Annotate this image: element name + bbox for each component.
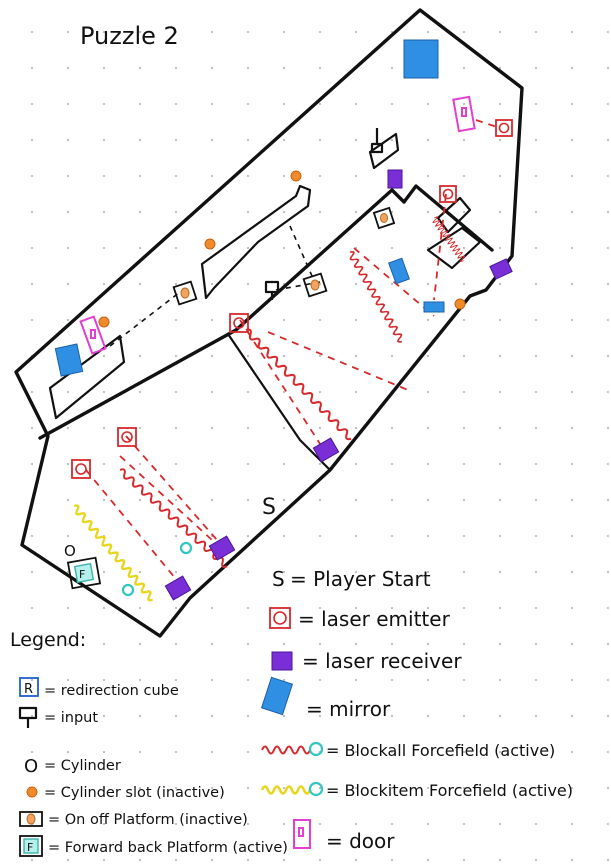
laser-emitter-icon <box>439 185 457 203</box>
legend-row-mirror: = mirror <box>260 676 391 721</box>
laser-receivers <box>164 169 513 601</box>
legend-row-laser-emitter: = laser emitter <box>269 607 451 631</box>
laser-receiver-icon <box>312 437 340 463</box>
svg-text:F: F <box>79 568 85 581</box>
forward-back-platform-icon <box>19 835 43 857</box>
legend-row-blockitem-forcefield: = Blockitem Forcefield (active) <box>260 781 573 800</box>
svg-text:= On off Platform (inactive): = On off Platform (inactive) <box>48 812 248 828</box>
cylinder-slot-icon <box>98 316 110 328</box>
legend-row-redirection-cube: R = redirection cube <box>19 677 179 699</box>
legend-title: Legend: <box>10 629 86 651</box>
map-outline <box>14 8 524 638</box>
legend-row-player-start: S = Player Start <box>272 567 431 591</box>
legend-row-input: = input <box>18 706 98 728</box>
svg-text:= Blockitem Forcefield (active: = Blockitem Forcefield (active) <box>326 781 573 800</box>
laser-emitter-icon <box>71 459 91 479</box>
mirror-icon <box>388 257 410 285</box>
door-icon <box>452 95 476 133</box>
on-off-platforms <box>172 206 396 306</box>
svg-text:= door: = door <box>326 829 395 853</box>
svg-text:= Cylinder slot (inactive): = Cylinder slot (inactive) <box>44 785 225 801</box>
legend-left: R = redirection cube = input O = Cylinde… <box>18 677 288 857</box>
inputs <box>264 128 384 300</box>
laser-emitters <box>71 119 513 479</box>
cylinder-slot-icon <box>204 238 216 250</box>
mirror-icon <box>260 676 294 716</box>
svg-text:= mirror: = mirror <box>306 697 391 721</box>
forcefield-node-icon <box>121 583 135 597</box>
on-off-platform-icon <box>302 272 328 298</box>
svg-text:= redirection cube: = redirection cube <box>44 683 179 699</box>
doors <box>79 95 476 355</box>
svg-text:= input: = input <box>44 710 98 726</box>
redirection-cube-icon <box>19 677 39 697</box>
legend-row-door: = door <box>293 819 395 853</box>
mirror-icon <box>423 301 445 313</box>
input-connections <box>109 225 321 347</box>
legend-row-cylinder: O = Cylinder <box>24 756 121 777</box>
blockall-forcefields <box>116 215 468 570</box>
forcefield-node-icon <box>308 781 324 797</box>
laser-emitter-icon <box>117 427 137 447</box>
legend-row-blockall-forcefield: = Blockall Forcefield (active) <box>261 741 555 760</box>
laser-receiver-icon <box>208 535 236 561</box>
blockitem-forcefields <box>70 502 193 603</box>
page-title: Puzzle 2 <box>80 22 179 50</box>
legend-right: S = Player Start = laser emitter = laser… <box>260 567 573 853</box>
mirrors <box>54 39 445 377</box>
on-off-platform-icon <box>19 811 43 827</box>
svg-text:F: F <box>27 841 33 854</box>
svg-text:R: R <box>24 682 33 697</box>
svg-text:= Player Start: = Player Start <box>290 567 431 591</box>
input-icon <box>264 280 280 300</box>
laser-receiver-icon <box>387 169 403 189</box>
forcefield-node-icon <box>179 541 193 555</box>
input-icon <box>370 128 384 154</box>
mirror-icon <box>54 343 84 377</box>
forcefield-node-icon <box>308 741 324 757</box>
cylinder-icon: O <box>64 542 76 560</box>
door-icon <box>79 315 107 355</box>
laser-beams <box>85 119 501 585</box>
door-icon <box>293 819 311 849</box>
svg-text:S: S <box>272 567 285 591</box>
player-start-mark: S <box>262 495 276 520</box>
laser-receiver-icon <box>164 575 192 601</box>
forward-back-platform-icon: F <box>66 556 102 590</box>
legend-row-on-off-platform: = On off Platform (inactive) <box>19 811 248 828</box>
svg-text:= Cylinder: = Cylinder <box>44 758 121 774</box>
input-icon <box>18 706 38 728</box>
cylinder-slot-icon <box>290 170 302 182</box>
svg-text:= Forward back Platform (activ: = Forward back Platform (active) <box>48 840 288 856</box>
svg-text:= laser receiver: = laser receiver <box>302 649 462 673</box>
cylinder-slot-icon <box>26 786 38 798</box>
laser-emitter-icon <box>269 607 291 629</box>
cylinder-slots <box>98 170 466 328</box>
mirror-icon <box>403 39 439 79</box>
svg-text:= laser emitter: = laser emitter <box>298 607 451 631</box>
legend-row-forward-back-platform: F = Forward back Platform (active) <box>19 835 288 857</box>
legend-row-laser-receiver: = laser receiver <box>271 649 462 673</box>
on-off-platform-icon <box>172 280 198 306</box>
svg-text:= Blockall Forcefield (active): = Blockall Forcefield (active) <box>326 741 555 760</box>
cylinder-icon: O <box>24 756 38 777</box>
laser-emitter-icon <box>495 119 513 137</box>
laser-emitter-icon <box>229 313 249 333</box>
on-off-platform-icon <box>372 206 396 230</box>
legend-row-cylinder-slot: = Cylinder slot (inactive) <box>26 785 225 801</box>
laser-receiver-icon <box>271 651 293 671</box>
laser-receiver-icon <box>489 258 513 280</box>
cylinder-slot-icon <box>454 298 466 310</box>
